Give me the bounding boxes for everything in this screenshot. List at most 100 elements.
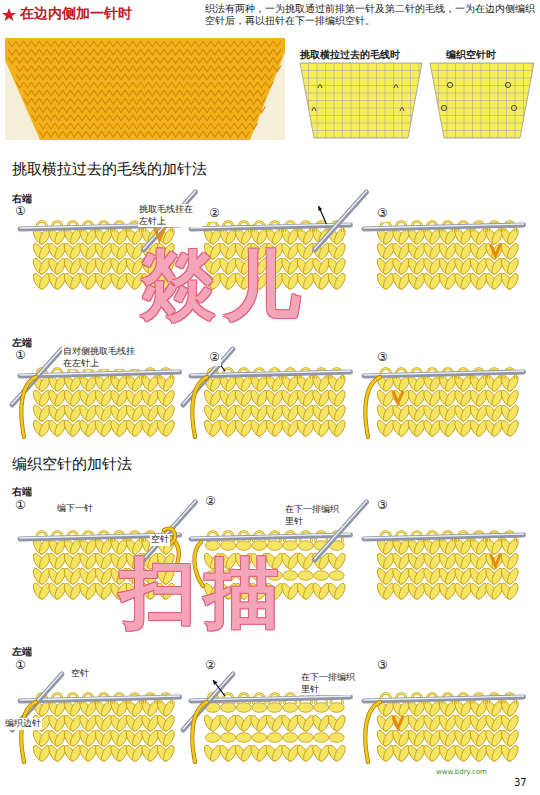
photo-stitch: [117, 131, 125, 137]
photo-stitch: [102, 98, 110, 104]
photo-stitch: [273, 57, 281, 63]
photo-stitch: [258, 57, 266, 63]
photo-stitch: [39, 107, 47, 113]
drawing-part: [332, 714, 347, 733]
drawing-part: [314, 571, 329, 581]
photo-stitch: [219, 123, 227, 129]
photo-stitch: [226, 131, 234, 137]
photo-stitch: [226, 123, 234, 129]
photo-stitch: [70, 131, 78, 137]
arrow-head: [213, 680, 217, 685]
photo-stitch: [172, 131, 180, 137]
photo-stitch: [39, 74, 47, 80]
drawing-part: [252, 733, 267, 743]
photo-stitch: [164, 74, 172, 80]
photo-stitch: [234, 49, 242, 55]
drawing-part: [505, 729, 520, 748]
photo-stitch: [78, 107, 86, 113]
callout-number: ③: [376, 658, 389, 674]
photo-stitch: [219, 107, 227, 113]
photo-stitch: [156, 90, 164, 96]
photo-stitch: [211, 74, 219, 80]
photo-stitch: [164, 41, 172, 47]
drawing-part: [430, 100, 534, 101]
photo-stitch: [63, 82, 71, 88]
photo-stitch: [39, 90, 47, 96]
drawing-part: [298, 703, 313, 713]
photo-stitch: [55, 41, 63, 47]
photo-stitch: [55, 49, 63, 55]
callout-number: ③: [376, 350, 389, 366]
photo-stitch: [148, 115, 156, 121]
photo-stitch: [172, 66, 180, 72]
drawing-part: [300, 70, 422, 71]
photo-stitch: [125, 66, 133, 72]
callout-label: 挑取毛线挂在左针上: [138, 204, 202, 227]
photo-stitch: [156, 41, 164, 47]
photo-stitch: [195, 66, 203, 72]
photo-stitch: [86, 98, 94, 104]
callout-label: 在下一排编织里针: [284, 504, 342, 527]
photo-stitch: [211, 90, 219, 96]
photo-stitch: [39, 49, 47, 55]
photo-stitch: [156, 115, 164, 121]
photo-stitch: [86, 82, 94, 88]
photo-stitch: [242, 131, 250, 137]
knitting-needle: [364, 697, 524, 701]
knitting-needle: [191, 225, 351, 229]
photo-stitch: [164, 123, 172, 129]
knit-charts: [300, 63, 534, 138]
photo-stitch: [63, 57, 71, 63]
photo-stitch: [180, 74, 188, 80]
drawing-part: [505, 257, 520, 276]
drawing-part: [267, 541, 282, 551]
photo-stitch: [133, 41, 141, 47]
photo-stitch: [63, 66, 71, 72]
photo-stitch: [109, 49, 117, 55]
photo-stitch: [141, 49, 149, 55]
photo-stitch: [164, 49, 172, 55]
photo-stitch: [47, 74, 55, 80]
photo-stitch: [55, 82, 63, 88]
needle-shine: [144, 501, 196, 559]
photo-stitch: [24, 49, 32, 55]
photo-stitch: [47, 49, 55, 55]
chart-symbol: [312, 108, 316, 112]
photo-stitch: [117, 115, 125, 121]
photo-stitch: [78, 123, 86, 129]
photo-stitch: [55, 123, 63, 129]
photo-stitch: [94, 82, 102, 88]
photo-stitch: [226, 57, 234, 63]
photo-stitch: [164, 90, 172, 96]
yarn: [21, 377, 36, 437]
photo-stitch: [86, 41, 94, 47]
photo-stitch: [24, 66, 32, 72]
photo-stitch: [133, 131, 141, 137]
callout-number: ②: [208, 206, 221, 222]
drawing-part: [161, 714, 176, 733]
photo-stitch: [203, 107, 211, 113]
photo-stitch: [148, 74, 156, 80]
photo-stitch: [156, 49, 164, 55]
photo-stitch: [234, 90, 242, 96]
photo-stitch: [78, 98, 86, 104]
photo-stitch: [195, 98, 203, 104]
photo-stitch: [203, 98, 211, 104]
photo-stitch: [47, 66, 55, 72]
photo-stitch: [133, 98, 141, 104]
drawing-part: [430, 108, 534, 109]
photo-stitch: [219, 98, 227, 104]
photo-stitch: [86, 115, 94, 121]
photo-stitch: [78, 41, 86, 47]
photo-stitch: [109, 123, 117, 129]
drawing-part: [332, 419, 347, 438]
photo-stitch: [24, 82, 32, 88]
drawing-part: [505, 227, 520, 246]
photo-stitch: [234, 57, 242, 63]
photo-stitch: [211, 98, 219, 104]
photo-stitch: [211, 131, 219, 137]
photo-stitch: [156, 66, 164, 72]
photo-stitch: [39, 123, 47, 129]
photo-stitch: [148, 131, 156, 137]
photo-stitch: [117, 123, 125, 129]
